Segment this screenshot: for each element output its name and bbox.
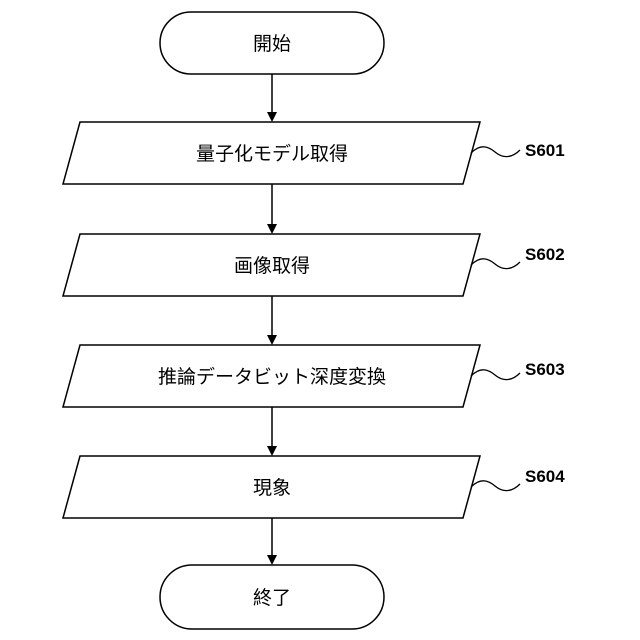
start-terminal: 開始 <box>160 12 384 74</box>
arrow-down-icon <box>267 335 277 345</box>
step-id-s603: S603 <box>525 360 565 379</box>
arrow-down-icon <box>267 112 277 122</box>
connector-s604-end <box>267 518 277 565</box>
process-step-s604: 現象 S604 <box>63 456 565 518</box>
step-id-leader-s601 <box>471 147 520 157</box>
connector-s602-s603 <box>267 296 277 345</box>
arrow-down-icon <box>267 224 277 234</box>
process-step-s601-label: 量子化モデル取得 <box>196 143 348 165</box>
arrow-down-icon <box>267 446 277 456</box>
step-id-leader-s603 <box>471 370 520 380</box>
process-step-s602: 画像取得 S602 <box>63 234 565 296</box>
connector-s601-s602 <box>267 184 277 234</box>
step-id-leader-s602 <box>471 259 520 269</box>
step-id-s602: S602 <box>525 245 565 264</box>
step-id-leader-s604 <box>471 481 520 491</box>
process-step-s603: 推論データビット深度変換 S603 <box>63 345 565 407</box>
start-terminal-label: 開始 <box>253 33 291 55</box>
process-step-s602-label: 画像取得 <box>234 255 310 277</box>
process-step-s604-label: 現象 <box>253 477 291 499</box>
step-id-s604: S604 <box>525 467 565 486</box>
end-terminal: 終了 <box>160 565 384 629</box>
arrow-down-icon <box>267 555 277 565</box>
process-step-s603-label: 推論データビット深度変換 <box>158 366 386 388</box>
step-id-s601: S601 <box>525 141 565 160</box>
end-terminal-label: 終了 <box>253 587 291 609</box>
connector-s603-s604 <box>267 407 277 456</box>
connector-start-s601 <box>267 74 277 122</box>
process-step-s601: 量子化モデル取得 S601 <box>63 122 565 184</box>
